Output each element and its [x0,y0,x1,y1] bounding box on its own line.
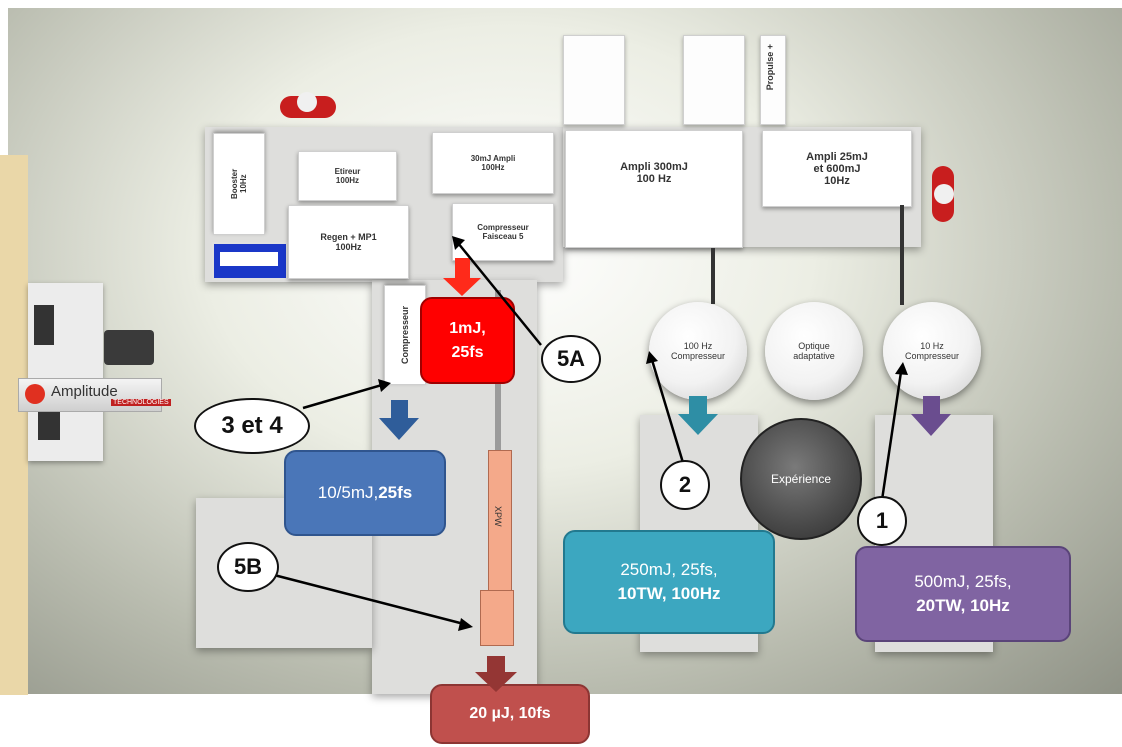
blue-module [212,242,288,280]
left-wall [0,155,28,695]
chamber-10hz-compresseur: 10 Hz Compresseur [883,302,981,400]
pointer-5a [457,242,542,346]
output-250mj-line2: 10TW, 100Hz [617,584,721,603]
output-20uj: 20 µJ, 10fs [430,684,590,744]
xpw-label: XPW [493,506,503,527]
cable-10hz [900,205,904,305]
logo-name: Amplitude [51,383,118,400]
tag-5a: 5A [541,335,601,383]
output-10-5mj-bold: 25fs [378,483,413,502]
tag-3-et-4: 3 et 4 [194,398,310,454]
tag-5b: 5B [217,542,279,592]
output-500mj-line2: 20TW, 10Hz [916,596,1010,615]
amplitude-logo: Amplitude TECHNOLOGIES [18,378,171,412]
rack-cabinet-1 [563,35,625,125]
office-chair [104,330,154,365]
monitor-1 [34,305,54,345]
chamber-100hz-compresseur: 100 Hz Compresseur [649,302,747,400]
arrow-brown-down [475,656,517,692]
tag-1: 1 [857,496,907,546]
ampli-25mj-box: Ampli 25mJ et 600mJ 10Hz [762,130,912,207]
output-10-5mj: 10/5mJ, 25fs [284,450,446,536]
etireur-box: Etireur 100Hz [298,151,397,201]
output-20uj-text: 20 µJ, 10fs [469,705,551,722]
pointer-1-head [895,362,908,375]
cable-100hz [711,248,715,304]
arrow-blue-down [379,400,419,440]
tag-2: 2 [660,460,710,510]
regen-box: Regen + MP1 100Hz [288,205,409,279]
output-1mj-line2: 25fs [451,343,484,361]
pointer-3et4 [302,383,383,410]
logo-mark-icon [25,384,45,404]
chamber-optique-adaptative: Optique adaptative [765,302,863,400]
arrow-teal-down [678,396,718,435]
output-1mj: 1mJ, 25fs [420,297,515,384]
pointer-5b-head [458,618,473,631]
output-500mj-line1: 500mJ, 25fs, [914,572,1012,591]
arrow-purple-down [911,396,951,436]
pointer-5a-head [452,236,465,250]
output-module [480,590,514,646]
person-top [272,90,342,130]
rack-cabinet-2 [683,35,745,125]
experience-chamber: Expérience [740,418,862,540]
output-250mj-line1: 250mJ, 25fs, [620,560,718,579]
logo-subtitle: TECHNOLOGIES [111,399,171,406]
ampli-30mj-box: 30mJ Ampli 100Hz [432,132,554,194]
person-right [922,160,964,230]
ampli-300mj-box: Ampli 300mJ 100 Hz [565,130,743,248]
pointer-3et4-head [378,379,391,392]
output-10-5mj-text: 10/5mJ, [317,483,379,502]
pointer-2 [650,359,686,467]
output-500mj: 500mJ, 25fs, 20TW, 10Hz [855,546,1071,642]
arrow-red-down [443,258,481,296]
pointer-5b [273,573,465,626]
propulse-cabinet: Propulse + [760,35,786,125]
pointer-1 [880,371,903,501]
pointer-2-head [646,351,658,364]
output-1mj-line1: 1mJ, [449,319,486,337]
xpw-tube: XPW [488,450,512,592]
monitor-2 [38,410,60,440]
compresseur-faisceau5-box: Compresseur Faisceau 5 [452,203,554,261]
output-250mj: 250mJ, 25fs, 10TW, 100Hz [563,530,775,634]
